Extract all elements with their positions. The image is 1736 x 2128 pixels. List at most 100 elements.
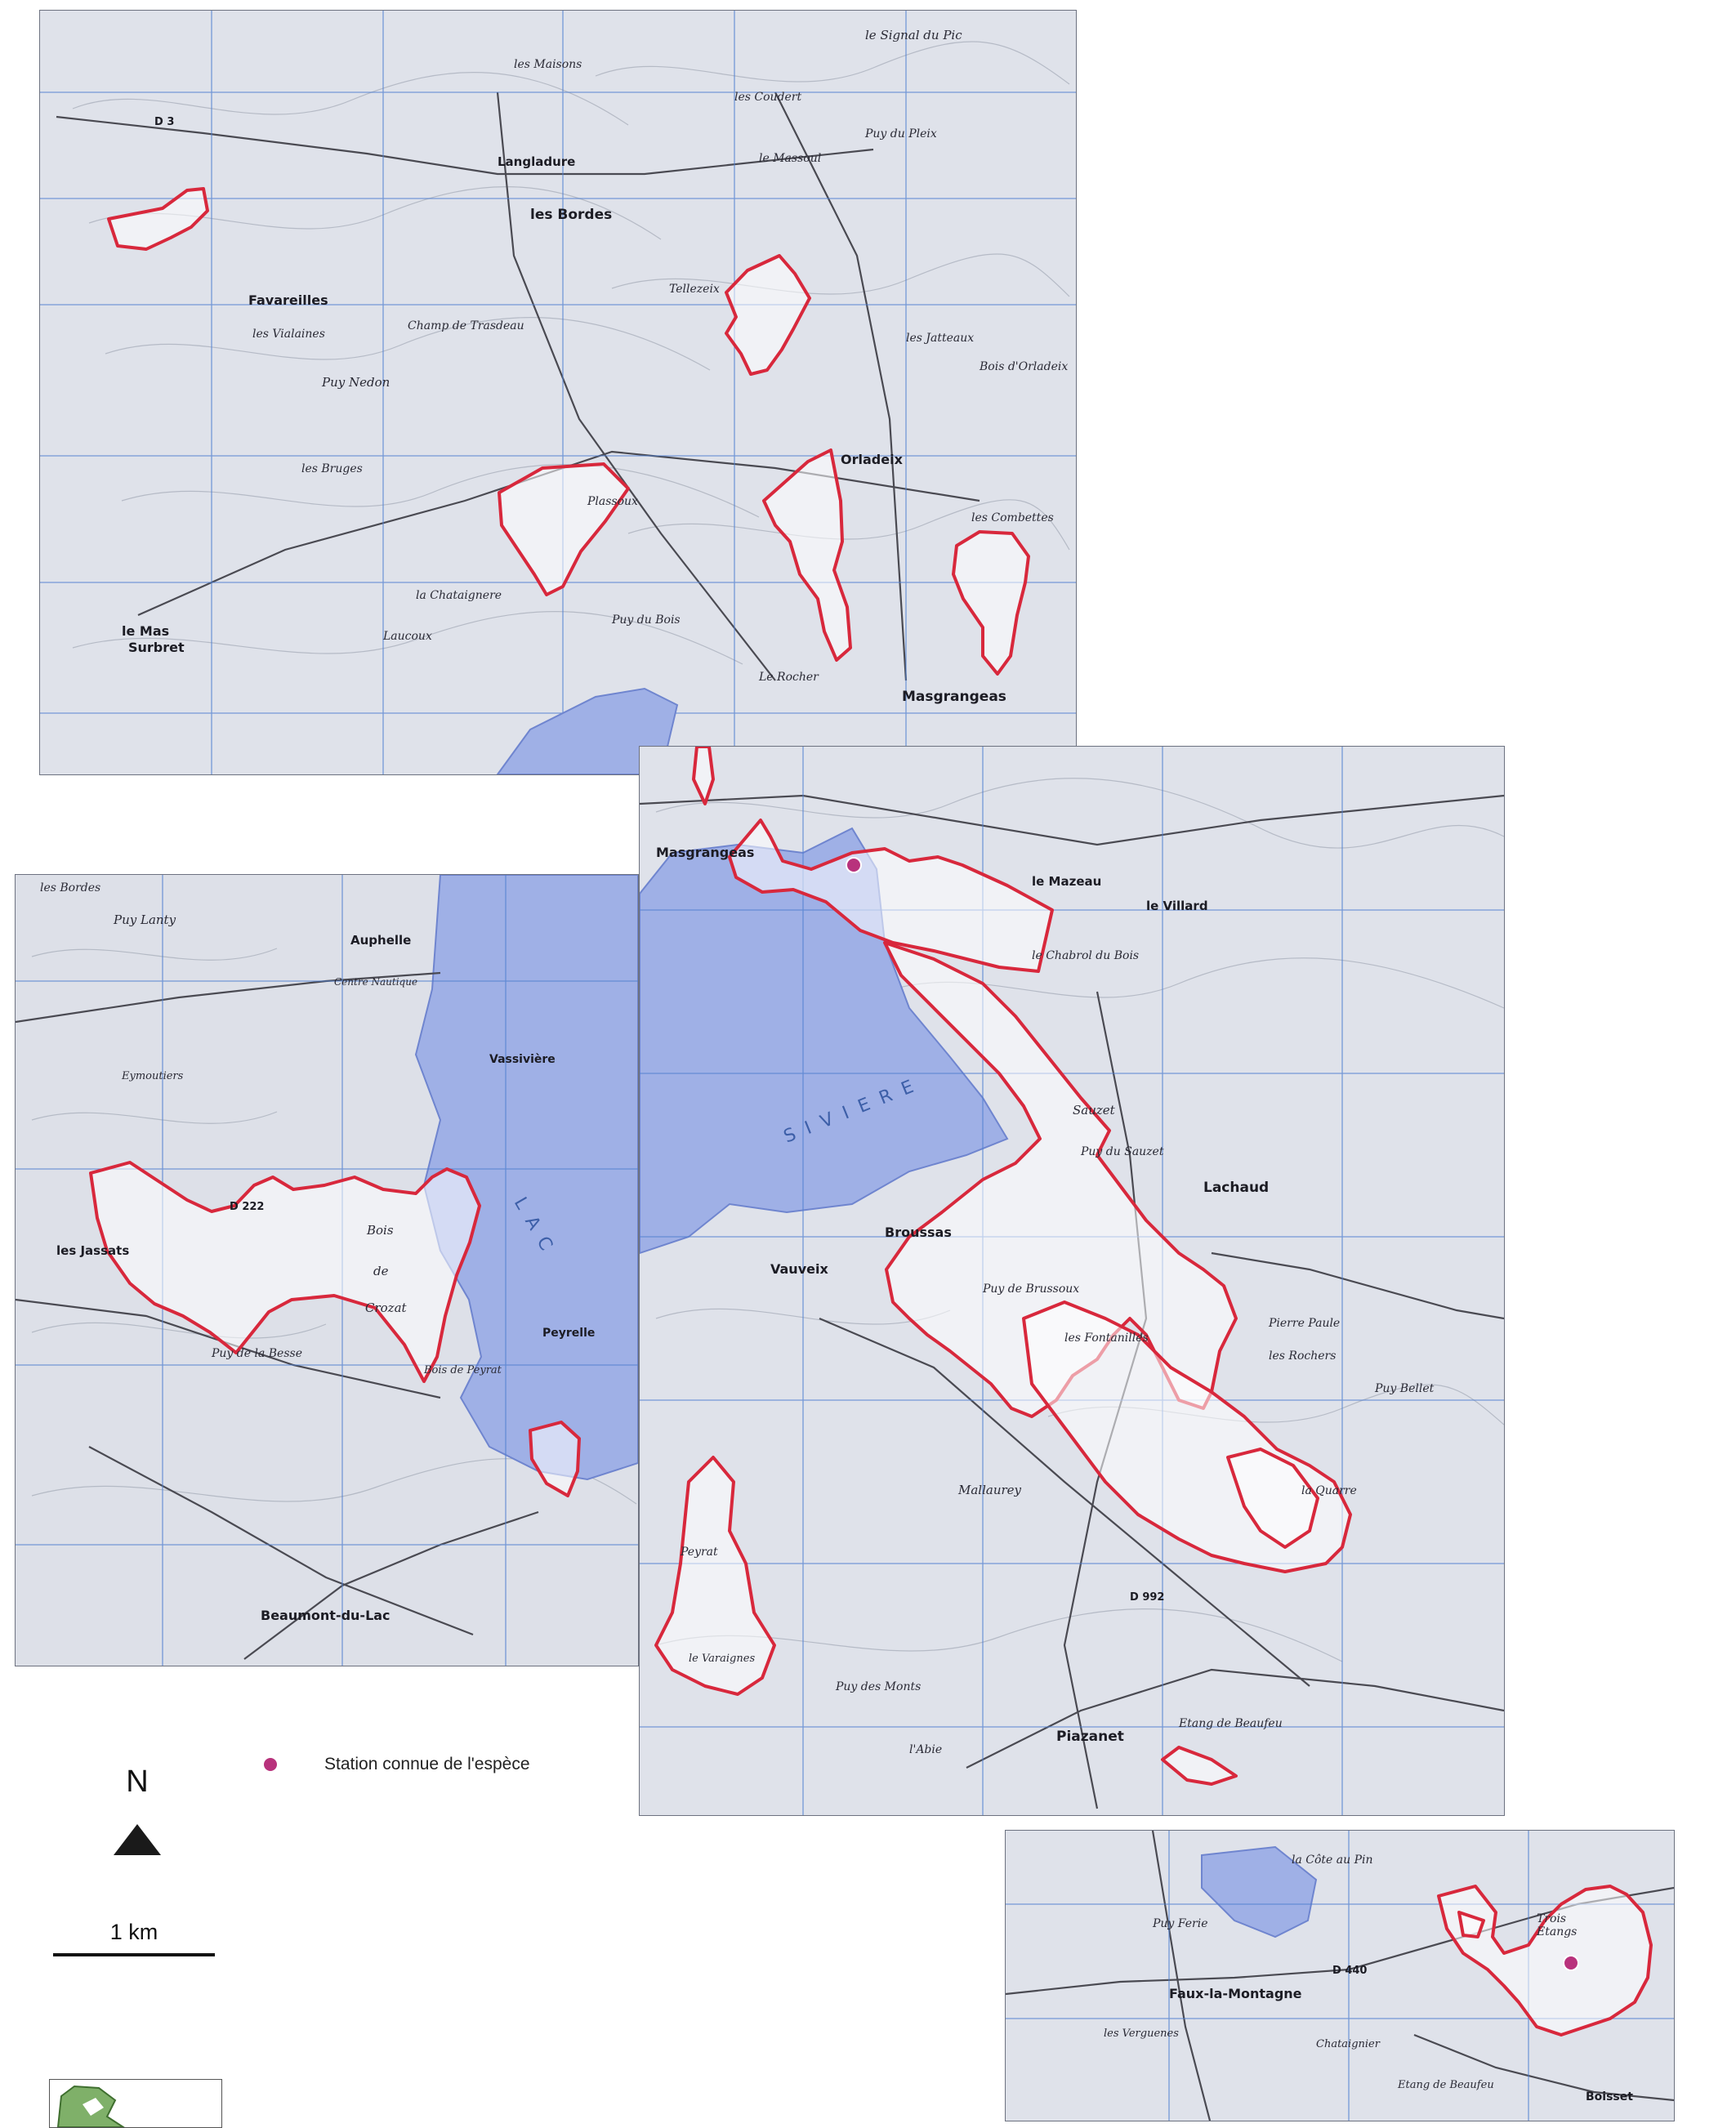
- survey-zones-west: [89, 1161, 581, 1497]
- survey-zones-north: [107, 187, 1030, 676]
- north-arrow: N: [105, 1764, 170, 1855]
- svg-text:Puy Lanty: Puy Lanty: [113, 912, 176, 927]
- svg-text:Chataignier: Chataignier: [1316, 2038, 1381, 2050]
- place-labels-south: Faux-la-Montagne Puy Ferie Trois Etangs …: [1104, 1854, 1633, 2103]
- map-canvas-east: Masgrangeas le Mazeau le Villard le Chab…: [640, 747, 1504, 1815]
- svg-text:Puy du Pleix: Puy du Pleix: [864, 127, 937, 141]
- organization-logo: [49, 2079, 222, 2128]
- svg-text:les Bordes: les Bordes: [530, 207, 612, 223]
- svg-text:Sauzet: Sauzet: [1073, 1103, 1116, 1118]
- map-canvas-south: Faux-la-Montagne Puy Ferie Trois Etangs …: [1006, 1831, 1674, 2121]
- lake-tip: [496, 687, 679, 774]
- svg-text:D 440: D 440: [1332, 1965, 1367, 1977]
- svg-text:D 992: D 992: [1130, 1591, 1164, 1604]
- svg-text:l'Abie: l'Abie: [909, 1743, 942, 1756]
- svg-text:Le Rocher: Le Rocher: [758, 671, 819, 684]
- legend-station-label: Station connue de l'espèce: [324, 1755, 530, 1773]
- svg-text:Puy de Brussoux: Puy de Brussoux: [982, 1283, 1079, 1296]
- north-arrow-icon: [114, 1824, 161, 1855]
- map-sheet-east: Masgrangeas le Mazeau le Villard le Chab…: [639, 746, 1505, 1816]
- svg-text:Etangs: Etangs: [1536, 1925, 1577, 1938]
- svg-text:Tellezeix: Tellezeix: [669, 283, 720, 296]
- svg-text:Champ de Trasdeau: Champ de Trasdeau: [408, 319, 524, 332]
- svg-text:Boisset: Boisset: [1586, 2090, 1633, 2103]
- svg-text:Etang de Beaufeu: Etang de Beaufeu: [1397, 2079, 1494, 2091]
- station-marker: [1563, 1955, 1579, 1971]
- svg-text:Broussas: Broussas: [885, 1225, 952, 1240]
- survey-zones-south: [1437, 1885, 1653, 2037]
- svg-text:les Verguenes: les Verguenes: [1104, 2028, 1179, 2040]
- svg-text:Puy Nedon: Puy Nedon: [321, 375, 390, 390]
- svg-text:Auphelle: Auphelle: [350, 933, 411, 948]
- svg-text:Crozat: Crozat: [365, 1300, 408, 1315]
- svg-text:les Combettes: les Combettes: [971, 511, 1054, 524]
- svg-text:les Vialaines: les Vialaines: [252, 328, 325, 341]
- svg-text:Puy du Bois: Puy du Bois: [611, 613, 681, 627]
- svg-text:Bois: Bois: [366, 1223, 394, 1238]
- lac-vassiviere-west: [414, 875, 638, 1481]
- svg-text:Vassivière: Vassivière: [489, 1053, 556, 1066]
- map-sheet-north: le Signal du Pic Langladure les Bordes F…: [39, 10, 1077, 775]
- svg-text:Bois d'Orladeix: Bois d'Orladeix: [979, 360, 1068, 373]
- svg-text:le Varaignes: le Varaignes: [689, 1653, 755, 1665]
- svg-text:D 3: D 3: [154, 116, 174, 128]
- map-canvas-west: les Bordes Puy Lanty Auphelle Centre Nau…: [16, 875, 638, 1666]
- scale-label: 1 km: [109, 1920, 158, 1944]
- svg-text:le Villard: le Villard: [1146, 899, 1208, 913]
- svg-text:Beaumont-du-Lac: Beaumont-du-Lac: [261, 1608, 390, 1623]
- svg-text:la Chataignere: la Chataignere: [416, 589, 502, 602]
- svg-text:le Chabrol du Bois: le Chabrol du Bois: [1032, 949, 1139, 962]
- svg-text:Piazanet: Piazanet: [1056, 1729, 1124, 1745]
- svg-text:Lachaud: Lachaud: [1203, 1180, 1269, 1196]
- svg-text:Puy Ferie: Puy Ferie: [1152, 1917, 1207, 1930]
- svg-text:la Côte au Pin: la Côte au Pin: [1292, 1854, 1373, 1867]
- svg-text:D 222: D 222: [230, 1201, 264, 1213]
- survey-zones-east: [654, 747, 1352, 1786]
- svg-text:les Jatteaux: les Jatteaux: [906, 332, 974, 345]
- svg-text:Centre Nautique: Centre Nautique: [334, 976, 417, 988]
- svg-text:le Signal du Pic: le Signal du Pic: [865, 28, 962, 42]
- svg-text:Puy des Monts: Puy des Monts: [835, 1680, 921, 1693]
- svg-text:le Mas: le Mas: [122, 623, 169, 639]
- svg-text:de: de: [373, 1264, 389, 1278]
- svg-text:Trois: Trois: [1537, 1912, 1566, 1925]
- svg-text:les Rochers: les Rochers: [1269, 1350, 1336, 1363]
- legend-station: Station connue de l'espèce: [264, 1755, 530, 1774]
- svg-text:Pierre Paule: Pierre Paule: [1268, 1317, 1340, 1330]
- station-marker: [846, 857, 862, 873]
- svg-text:Langladure: Langladure: [498, 154, 575, 169]
- svg-text:les Bordes: les Bordes: [40, 881, 100, 894]
- svg-text:le Mazeau: le Mazeau: [1032, 874, 1101, 889]
- scale-bar-line: [53, 1953, 215, 1956]
- svg-text:Orladeix: Orladeix: [841, 452, 904, 467]
- svg-text:Favareilles: Favareilles: [248, 292, 328, 308]
- station-legend-marker: [264, 1758, 277, 1771]
- svg-text:Plassoux: Plassoux: [587, 495, 638, 508]
- etang-south: [1201, 1845, 1318, 1938]
- svg-text:les Bruges: les Bruges: [301, 462, 363, 475]
- place-labels-north: le Signal du Pic Langladure les Bordes F…: [122, 28, 1068, 705]
- svg-text:Vauveix: Vauveix: [770, 1261, 828, 1277]
- svg-text:Peyrelle: Peyrelle: [542, 1327, 595, 1340]
- svg-text:Bois de Peyrat: Bois de Peyrat: [423, 1364, 502, 1376]
- svg-text:les Coudert: les Coudert: [734, 91, 801, 104]
- svg-text:les Fontanilles: les Fontanilles: [1064, 1332, 1149, 1345]
- svg-text:Eymoutiers: Eymoutiers: [121, 1070, 184, 1082]
- svg-text:Masgrangeas: Masgrangeas: [902, 689, 1006, 705]
- north-label: N: [126, 1764, 149, 1799]
- svg-text:Mallaurey: Mallaurey: [957, 1483, 1022, 1497]
- svg-text:Faux-la-Montagne: Faux-la-Montagne: [1169, 1986, 1302, 2001]
- svg-text:Puy du Sauzet: Puy du Sauzet: [1080, 1145, 1164, 1158]
- svg-text:Puy de la Besse: Puy de la Besse: [211, 1347, 302, 1360]
- svg-text:Peyrat: Peyrat: [680, 1546, 718, 1559]
- map-canvas-north: le Signal du Pic Langladure les Bordes F…: [40, 11, 1076, 774]
- svg-text:Puy Bellet: Puy Bellet: [1374, 1382, 1435, 1395]
- svg-text:Laucoux: Laucoux: [382, 630, 432, 643]
- svg-text:la Quarre: la Quarre: [1301, 1484, 1357, 1497]
- svg-text:les Jassats: les Jassats: [56, 1243, 129, 1258]
- svg-text:Surbret: Surbret: [128, 640, 185, 655]
- svg-text:le Massoul: le Massoul: [759, 152, 821, 165]
- svg-text:les Maisons: les Maisons: [514, 58, 582, 71]
- svg-text:Etang de Beaufeu: Etang de Beaufeu: [1178, 1717, 1283, 1730]
- map-sheet-west: les Bordes Puy Lanty Auphelle Centre Nau…: [15, 874, 639, 1666]
